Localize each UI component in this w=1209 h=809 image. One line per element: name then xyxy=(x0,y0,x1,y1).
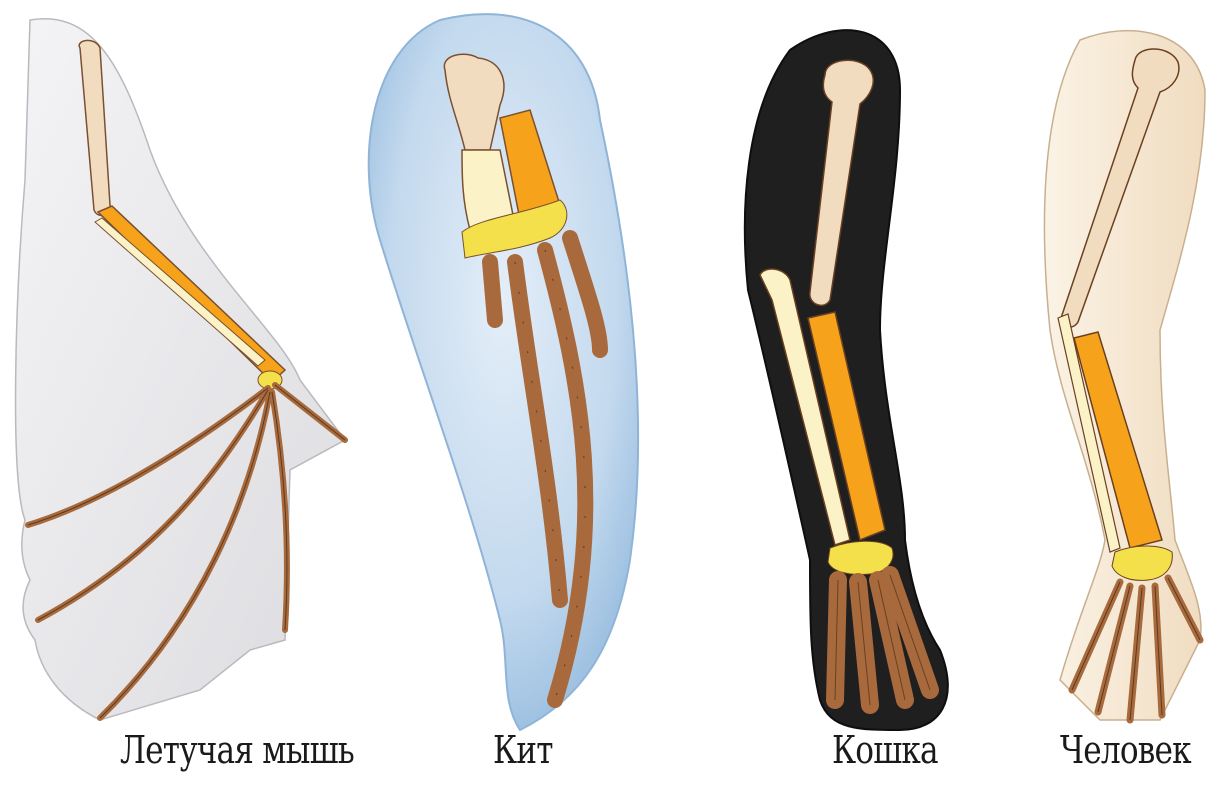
label-human: Человек xyxy=(1060,728,1191,798)
cat-leg xyxy=(745,30,948,730)
label-whale: Кит xyxy=(493,728,553,798)
label-cat: Кошка xyxy=(832,728,938,798)
whale-flipper xyxy=(369,14,638,730)
label-bat: Летучая мышь xyxy=(120,728,354,798)
bat-wing xyxy=(16,19,345,720)
human-arm xyxy=(1044,31,1205,720)
